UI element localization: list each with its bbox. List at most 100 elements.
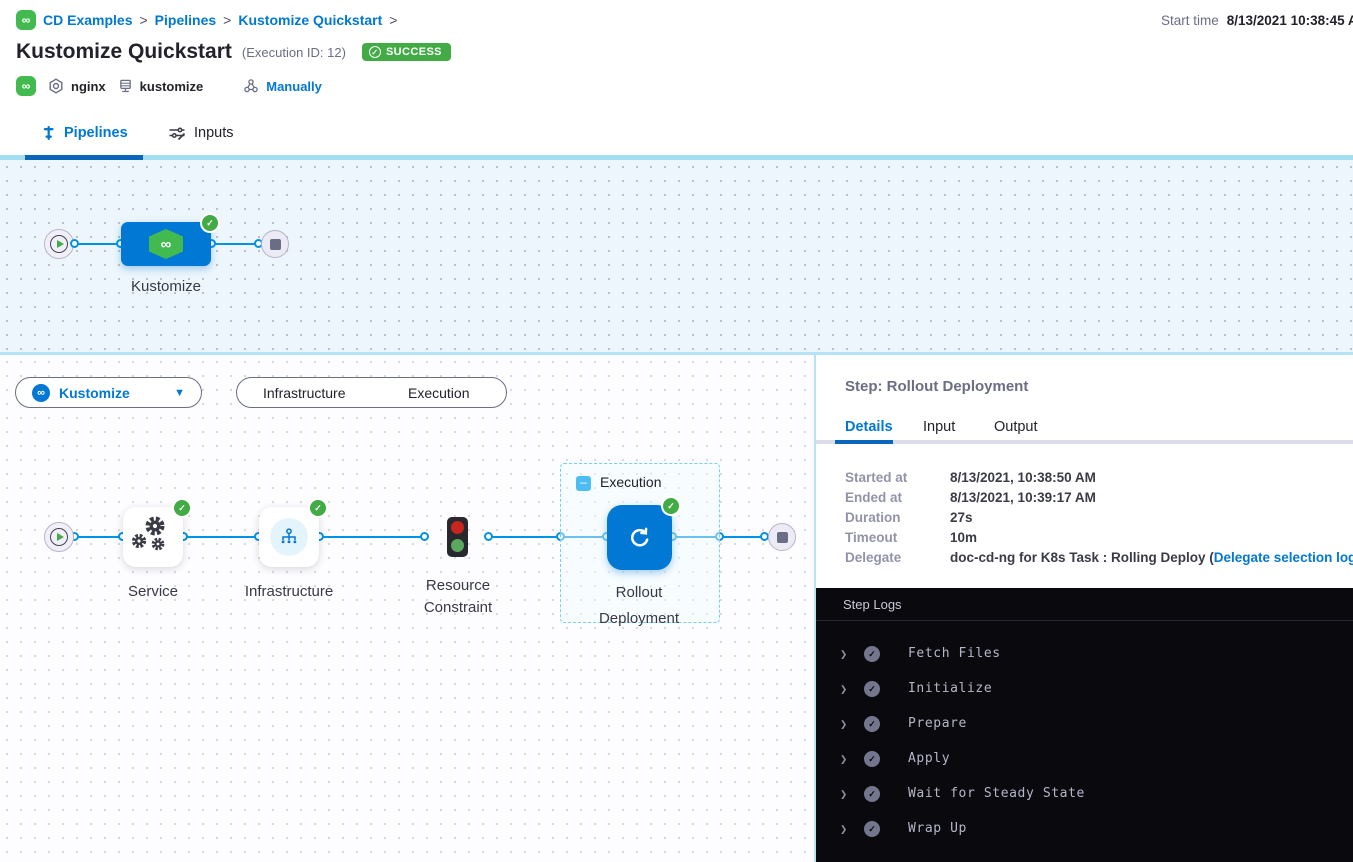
tab-input[interactable]: Input <box>923 419 956 435</box>
breadcrumb-separator: > <box>389 12 398 28</box>
log-row-fetch-files[interactable]: ❯ ✓ Fetch Files <box>816 644 1353 666</box>
execution-id: (Execution ID: 12) <box>241 44 346 60</box>
chevron-right-icon[interactable]: ❯ <box>840 822 848 836</box>
infrastructure-icon <box>281 528 297 544</box>
step-node-infrastructure[interactable]: ✓ <box>259 500 326 567</box>
trigger-icon <box>244 79 258 93</box>
inputs-icon <box>169 127 186 141</box>
service-tag-label: nginx <box>71 78 106 94</box>
log-section-label: Fetch Files <box>908 646 1001 661</box>
edge-connector <box>420 532 429 541</box>
stage-label: Kustomize <box>130 278 202 295</box>
log-row-prepare[interactable]: ❯ ✓ Prepare <box>816 714 1353 736</box>
active-tab-underline <box>25 155 143 160</box>
detail-label: Delegate <box>845 550 902 565</box>
breadcrumb-cd-examples[interactable]: CD Examples <box>43 12 133 28</box>
delegate-selection-logs-link[interactable]: Delegate selection logs <box>1213 550 1353 565</box>
step-label-rollout: Rollout <box>615 584 663 601</box>
detail-value: doc-cd-ng for K8s Task : Rolling Deploy … <box>950 550 1214 565</box>
log-success-icon: ✓ <box>864 716 880 732</box>
traffic-light-green <box>451 539 464 552</box>
page-title: Kustomize Quickstart <box>16 40 232 63</box>
log-row-initialize[interactable]: ❯ ✓ Initialize <box>816 679 1353 701</box>
tab-pipelines-label: Pipelines <box>64 125 128 141</box>
detail-value: 27s <box>950 510 973 525</box>
pipeline-icon <box>43 125 54 141</box>
step-logs-panel: Step Logs ❯ ✓ Fetch Files ❯ ✓ Initialize… <box>816 588 1353 862</box>
log-row-apply[interactable]: ❯ ✓ Apply <box>816 749 1353 771</box>
chevron-right-icon[interactable]: ❯ <box>840 647 848 661</box>
log-success-icon: ✓ <box>864 646 880 662</box>
start-time-value: 8/13/2021 10:38:45 AM <box>1226 13 1353 28</box>
canvas-divider <box>0 352 1353 355</box>
cd-module-icon: ∞ <box>16 10 36 30</box>
edge <box>319 536 426 538</box>
step-label-resource: Resource <box>425 577 491 594</box>
edge <box>183 536 259 538</box>
step-details-panel: Step: Rollout Deployment Details Input O… <box>814 355 1353 862</box>
toggle-infrastructure[interactable]: Infrastructure <box>263 384 346 401</box>
step-logs-divider <box>816 620 1353 621</box>
detail-value: 8/13/2021, 10:38:50 AM <box>950 470 1096 485</box>
chevron-right-icon[interactable]: ❯ <box>840 682 848 696</box>
trigger-tag[interactable]: Manually <box>243 78 322 94</box>
log-success-icon: ✓ <box>864 681 880 697</box>
stage-execution-canvas: ∞ Kustomize ▼ Infrastructure Execution <box>0 355 815 862</box>
tab-output[interactable]: Output <box>994 419 1038 435</box>
collapse-group-icon[interactable]: – <box>576 476 591 491</box>
status-badge-label: SUCCESS <box>385 46 442 58</box>
log-success-icon: ✓ <box>864 786 880 802</box>
breadcrumb-separator: > <box>139 12 148 28</box>
breadcrumb-pipelines[interactable]: Pipelines <box>154 12 217 28</box>
breadcrumb: ∞ CD Examples > Pipelines > Kustomize Qu… <box>16 10 397 30</box>
tab-details[interactable]: Details <box>845 419 893 435</box>
cd-module-icon: ∞ <box>16 76 36 96</box>
step-label-deployment: Deployment <box>598 610 680 627</box>
tab-inputs-label: Inputs <box>194 125 234 141</box>
tab-inputs[interactable]: Inputs <box>168 125 234 141</box>
trigger-tag-label: Manually <box>266 78 322 94</box>
edge <box>211 243 260 245</box>
success-check-icon: ✓ <box>174 500 190 516</box>
log-row-wait-steady-state[interactable]: ❯ ✓ Wait for Steady State <box>816 784 1353 806</box>
detail-label: Timeout <box>845 530 898 545</box>
pipeline-end-node[interactable] <box>261 230 289 258</box>
log-section-label: Apply <box>908 751 951 766</box>
environment-tag-label: kustomize <box>139 78 204 94</box>
infrastructure-icon-bg <box>270 518 308 556</box>
chevron-right-icon[interactable]: ❯ <box>840 717 848 731</box>
panel-tab-underline <box>816 440 1353 444</box>
chevron-right-icon[interactable]: ❯ <box>840 787 848 801</box>
stage-selector-label: Kustomize <box>59 384 130 401</box>
success-check-icon: ✓ <box>663 498 679 514</box>
chevron-right-icon[interactable]: ❯ <box>840 752 848 766</box>
execution-start-node[interactable] <box>44 522 74 552</box>
service-tag: nginx <box>48 78 106 94</box>
stage-selector-dropdown[interactable]: ∞ Kustomize ▼ <box>15 377 202 408</box>
toggle-execution[interactable]: Execution <box>408 384 470 401</box>
execution-end-node[interactable] <box>768 523 796 551</box>
environment-tag: kustomize <box>118 78 204 94</box>
detail-row-delegate: Delegate doc-cd-ng for K8s Task : Rolling… <box>845 550 1353 565</box>
view-toggle: Infrastructure Execution <box>236 377 507 408</box>
rolling-deploy-icon <box>630 527 648 546</box>
execution-group-label: Execution <box>600 474 662 490</box>
gear-icon <box>131 533 147 549</box>
stage-node-kustomize[interactable]: ∞ ✓ <box>121 215 218 266</box>
environment-icon <box>119 79 131 93</box>
step-node-resource-constraint[interactable] <box>447 517 468 557</box>
step-node-service[interactable]: ✓ <box>123 500 190 567</box>
log-section-label: Initialize <box>908 681 993 696</box>
nav-tab-bar: Pipelines Inputs <box>0 116 1353 155</box>
status-badge: ✓ SUCCESS <box>361 43 451 61</box>
log-section-label: Wrap Up <box>908 821 967 836</box>
tab-pipelines[interactable]: Pipelines <box>41 125 128 141</box>
kustomize-stage-icon: ∞ <box>149 229 183 259</box>
breadcrumb-kustomize-quickstart[interactable]: Kustomize Quickstart <box>238 12 383 28</box>
step-node-rollout-deployment[interactable]: ✓ <box>607 498 679 570</box>
log-row-wrap-up[interactable]: ❯ ✓ Wrap Up <box>816 819 1353 841</box>
log-success-icon: ✓ <box>864 751 880 767</box>
